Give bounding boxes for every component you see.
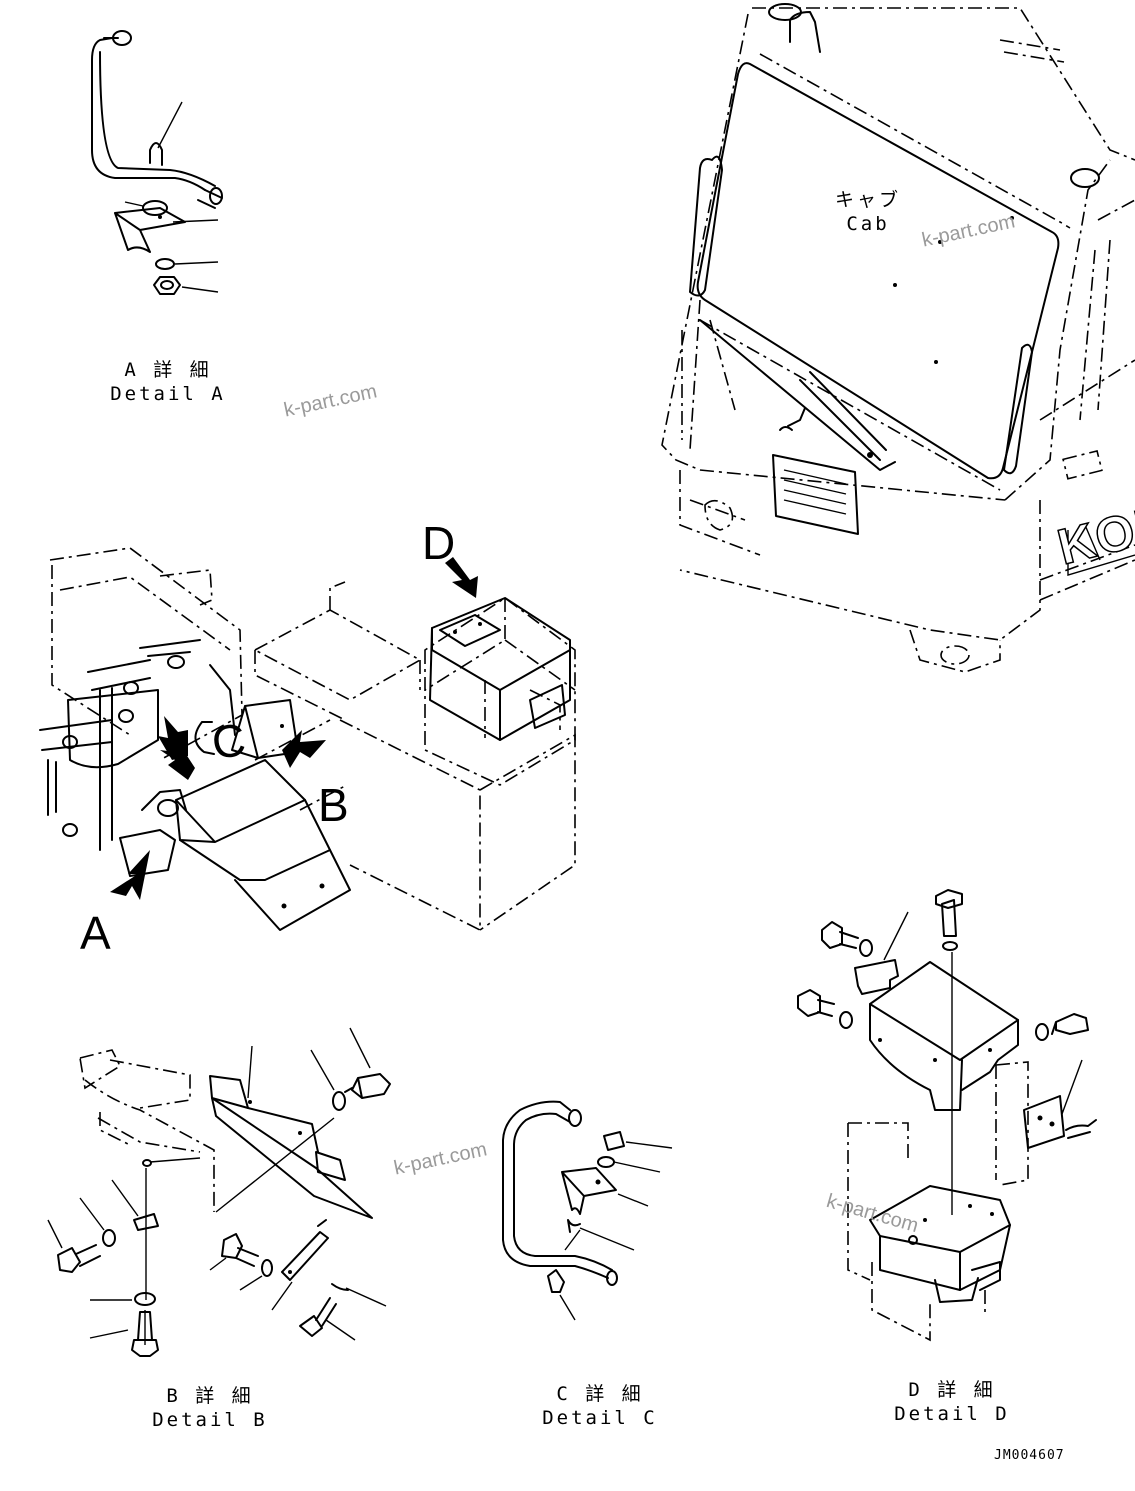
detail-c-drawing <box>502 1100 673 1321</box>
detail-d-caption: D 詳 細 Detail D <box>892 1378 1012 1426</box>
detail-a-caption: A 詳 細 Detail A <box>108 358 228 406</box>
main-assembly-drawing <box>39 547 576 932</box>
detail-b-caption: B 詳 細 Detail B <box>150 1384 270 1432</box>
detail-a-drawing <box>91 30 223 295</box>
detail-c-caption: C 詳 細 Detail C <box>540 1382 660 1430</box>
detail-c-caption-en: Detail C <box>542 1407 658 1429</box>
detail-a-caption-jp: A 詳 細 <box>124 359 212 381</box>
detail-d-caption-en: Detail D <box>894 1403 1010 1425</box>
detail-d-drawing <box>797 889 1097 1342</box>
detail-c-caption-jp: C 詳 細 <box>556 1383 644 1405</box>
view-letter-b: B <box>318 779 349 831</box>
cab-label-en: Cab <box>846 213 890 235</box>
cab-label: キャブ Cab <box>818 188 918 236</box>
view-letter-c: C <box>208 712 249 770</box>
cab-drawing <box>661 3 1135 673</box>
view-letter-d: D <box>422 517 456 569</box>
detail-b-drawing <box>47 1027 391 1357</box>
detail-b-caption-jp: B 詳 細 <box>166 1385 254 1407</box>
drawing-code: JM004607 <box>994 1448 1065 1463</box>
detail-d-caption-jp: D 詳 細 <box>908 1379 996 1401</box>
cab-label-jp: キャブ <box>834 189 901 211</box>
detail-b-caption-en: Detail B <box>152 1409 268 1431</box>
detail-a-caption-en: Detail A <box>110 383 226 405</box>
view-letter-a: A <box>80 907 111 959</box>
